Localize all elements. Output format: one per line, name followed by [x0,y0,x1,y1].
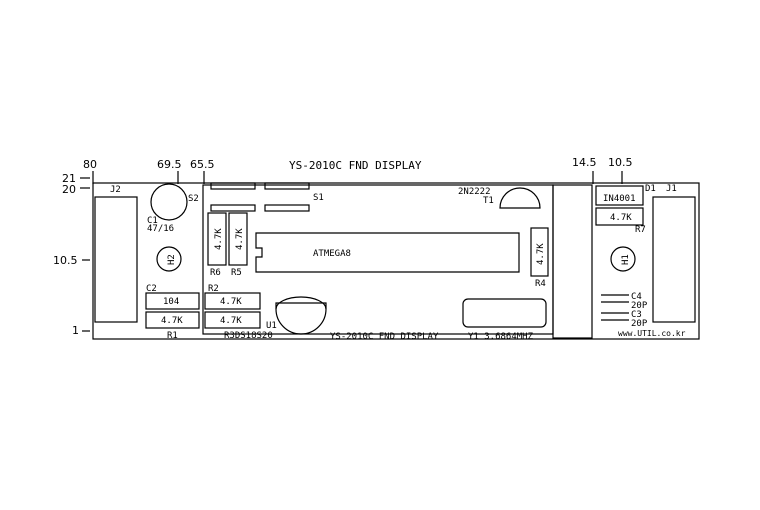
r2-value: 4.7K [220,297,242,307]
j2-connector [94,196,138,323]
c3-label: C3 [631,310,642,320]
j1-label: J1 [666,184,677,194]
r1-value: 4.7K [161,316,183,326]
dim-21: 21 [62,172,76,185]
s2-pad [210,182,256,190]
s2-label: S2 [188,194,199,204]
r5-value: 4.7K [235,228,245,250]
u1-sensor [275,302,327,335]
d1-type: IN4001 [603,194,636,204]
s1-pad-lower [264,204,310,212]
dim-69-5: 69.5 [157,158,182,171]
c1-capacitor [150,183,188,221]
s2-pad-lower [210,204,256,212]
s1-pad-top [264,182,310,190]
display-connector [552,184,593,339]
r6-value: 4.7K [214,228,224,250]
c2-label: C2 [146,284,157,294]
dim-65-5: 65.5 [190,158,215,171]
y1-crystal [462,298,547,328]
dim-20: 20 [62,183,76,196]
r5-label: R5 [231,268,242,278]
r7-value: 4.7K [610,213,632,223]
d1-label: D1 [645,184,656,194]
r2-resistor [204,292,261,310]
h1-mounting-hole [610,246,636,272]
r6-label: R6 [210,268,221,278]
c1-label: C1 [147,216,158,226]
u1-label: U1 [266,321,277,331]
dim-80: 80 [83,158,97,171]
website-label: www.UTIL.co.kr [618,329,686,338]
board-outline [92,182,700,340]
s1-label: S1 [313,193,324,203]
c3-value: 20P [631,319,648,329]
j2-label: J2 [110,185,121,195]
r7-label: R7 [635,225,646,235]
q-type-label: 2N2222 [458,187,491,197]
r1-label: R1 [167,331,178,341]
r3-value: 4.7K [220,316,242,326]
board-title: YS-2010C FND DISPLAY [289,159,422,172]
dim-1: 1 [72,324,79,337]
atmega8-ic [255,232,520,273]
c4-value: 20P [631,301,648,311]
crystal-label: Y1 3.6864MHZ [468,332,534,342]
r7-resistor [595,207,644,226]
r4-label: R4 [535,279,546,289]
r3-resistor [204,311,261,329]
r4-value: 4.7K [536,243,546,265]
h2-mounting-hole [156,246,182,272]
r2-label: R2 [208,284,219,294]
r6-resistor [207,212,227,266]
c2-value: 104 [163,297,179,307]
u1-sensor-top [275,296,327,310]
dim-10-5: 10.5 [608,156,633,169]
mcu-label: ATMEGA8 [313,249,351,259]
dim-14-5: 14.5 [572,156,597,169]
h2-label: H2 [167,254,177,265]
h1-label: H1 [621,254,631,265]
c4-label: C4 [631,292,642,302]
t1-label: T1 [483,196,494,206]
r4-resistor [530,227,549,277]
r3-u2-label: R3DS18S20 [224,331,273,341]
bottom-title: YS-2010C FND DISPLAY [330,332,439,342]
j1-connector [652,196,696,323]
r1-resistor [145,311,200,329]
r5-resistor [228,212,248,266]
t1-transistor [499,187,541,209]
c1-value: 47/16 [147,224,174,234]
dim-10-5-left: 10.5 [53,254,78,267]
c2-capacitor [145,292,200,310]
d1-diode [595,185,644,206]
